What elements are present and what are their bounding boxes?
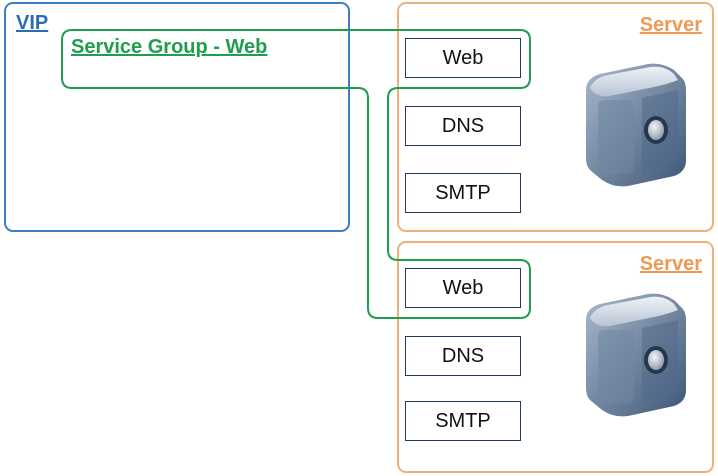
server-label-2: Server — [639, 253, 702, 275]
service-dns-1: DNS — [405, 106, 521, 146]
service-smtp-2: SMTP — [405, 401, 521, 441]
server-box-icon — [586, 63, 686, 187]
server-box-2: Server — [397, 241, 714, 473]
service-smtp-1: SMTP — [405, 173, 521, 213]
server-label-1: Server — [639, 14, 702, 36]
vip-label: VIP — [16, 12, 49, 34]
service-web-1: Web — [405, 38, 521, 78]
service-group-label: Service Group - Web — [71, 36, 268, 58]
server-box-icon — [586, 293, 686, 417]
service-dns-2: DNS — [405, 336, 521, 376]
service-web-2: Web — [405, 268, 521, 308]
